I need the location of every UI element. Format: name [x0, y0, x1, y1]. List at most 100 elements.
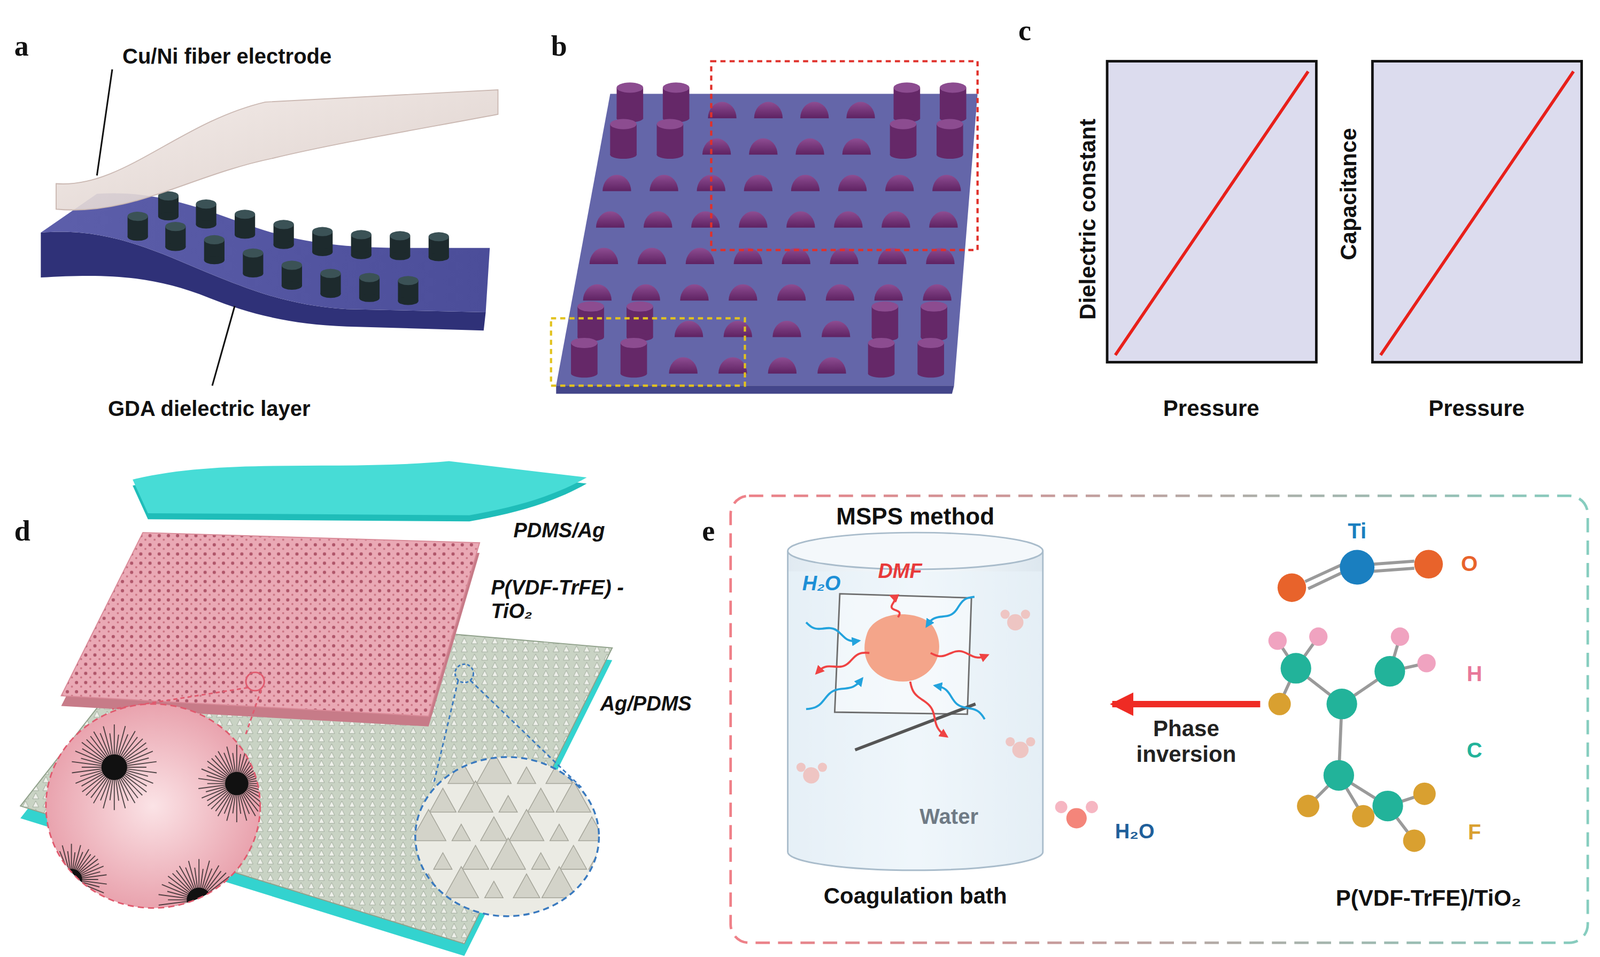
pink-inset [71, 843, 73, 880]
leader-line [212, 305, 235, 386]
pink-inset [44, 858, 72, 880]
microstructure-array [868, 369, 895, 378]
microstructure-array [920, 301, 948, 312]
fiber-electrode [56, 89, 499, 211]
microstructure-array [768, 357, 797, 374]
pink-inset [42, 879, 72, 887]
microstructure-array [656, 119, 684, 159]
leader-line [96, 69, 113, 176]
microstructure-array [577, 301, 605, 312]
pink-inset [39, 879, 72, 893]
dielectric-bumps [351, 229, 372, 239]
dashed-frame [730, 495, 1588, 943]
microstructure-array [871, 301, 899, 312]
microstructure-array [631, 284, 660, 301]
water-molecule [1055, 800, 1099, 829]
microstructure-array [795, 138, 824, 156]
pink-inset [35, 874, 72, 880]
microstructure-array [821, 320, 850, 338]
microstructure-array [800, 102, 829, 119]
microstructure-array [620, 369, 648, 378]
dielectric-bumps [312, 248, 333, 257]
pink-inset [179, 899, 199, 934]
blue-inset [597, 795, 616, 813]
bath-caption: Coagulation bath [823, 883, 1008, 909]
dielectric-bumps [234, 209, 255, 239]
microstructure-array [656, 119, 684, 130]
pink-inset [53, 879, 72, 910]
leader-line [96, 69, 235, 386]
dielectric-bumps [389, 230, 411, 260]
dielectric-bumps [127, 232, 149, 241]
part-label: GDA dielectric layer [107, 396, 311, 421]
blue-inset [582, 880, 601, 898]
membrane [855, 704, 976, 751]
axis-label: Capacitance [1335, 127, 1362, 260]
dielectric-bumps [234, 230, 255, 239]
microstructure-array [825, 284, 855, 301]
pink-inset [198, 899, 230, 924]
blue-inset [560, 845, 587, 870]
blue-inset [513, 874, 540, 899]
pink-inset [194, 899, 199, 932]
region-frame [551, 60, 978, 386]
microstructure-array [817, 357, 846, 374]
microstructure-array [679, 284, 709, 301]
blue-inset [498, 795, 517, 813]
zoom-indicator [245, 672, 265, 691]
dielectric-bumps [204, 256, 225, 265]
dielectric-bumps [234, 209, 255, 219]
water-molecule [1085, 800, 1099, 814]
pvdf-trfe-chain [1351, 805, 1375, 828]
dielectric-bumps [281, 260, 303, 290]
blue-inset [415, 756, 600, 917]
pink-inset [71, 879, 89, 910]
panel-letter: d [14, 514, 31, 548]
microstructure-array [668, 357, 698, 374]
pink-inset [198, 899, 240, 906]
microstructure-array [723, 320, 753, 338]
pink-inset [198, 894, 239, 900]
blue-inset [527, 787, 555, 813]
pink-inset [54, 849, 72, 879]
microstructure-array [791, 174, 820, 192]
pvdf-trfe-chain [1403, 829, 1426, 852]
pink-inset [198, 744, 276, 823]
solvent-exchange-arrow [926, 596, 975, 626]
pink-inset [44, 879, 72, 900]
water-molecule [1012, 741, 1030, 759]
pink-inset [44, 879, 72, 895]
microstructure-array [744, 174, 773, 192]
microstructure-array [589, 247, 618, 265]
solvent-exchange-arrow [910, 681, 948, 737]
microstructure-array [890, 150, 917, 159]
microstructure-array [885, 174, 914, 192]
microstructure-array [917, 369, 945, 378]
pink-inset [62, 879, 72, 914]
microstructure-array [679, 284, 709, 301]
pink-inset [51, 879, 72, 905]
microstructure-array [662, 82, 690, 122]
pink-inset [198, 899, 230, 918]
tio2-molecule [1339, 550, 1375, 585]
axis-label: Pressure [1163, 395, 1260, 421]
zoom-indicator [470, 680, 582, 788]
tio2-molecule [1372, 568, 1414, 572]
dielectric-bumps [397, 275, 419, 285]
region-frame [710, 60, 978, 250]
tio2-molecule [1277, 573, 1306, 602]
atom-label: Ti [1347, 518, 1367, 544]
microstructure-array [754, 102, 783, 119]
microstructure-array [668, 357, 698, 374]
microstructure-array [881, 211, 910, 228]
dielectric-bumps [281, 260, 303, 270]
edge-label: Phase inversion [1115, 715, 1258, 768]
microstructure-array [570, 337, 598, 378]
pvdf-trfe-chain [1309, 627, 1328, 646]
dielectric-plate [555, 385, 954, 394]
microstructure-array [643, 211, 672, 228]
microstructure-array [791, 174, 820, 192]
microstructure-array [846, 102, 875, 119]
water-molecule [817, 762, 827, 772]
beaker-node: MSPS methodWaterCoagulation bath [775, 499, 1113, 919]
